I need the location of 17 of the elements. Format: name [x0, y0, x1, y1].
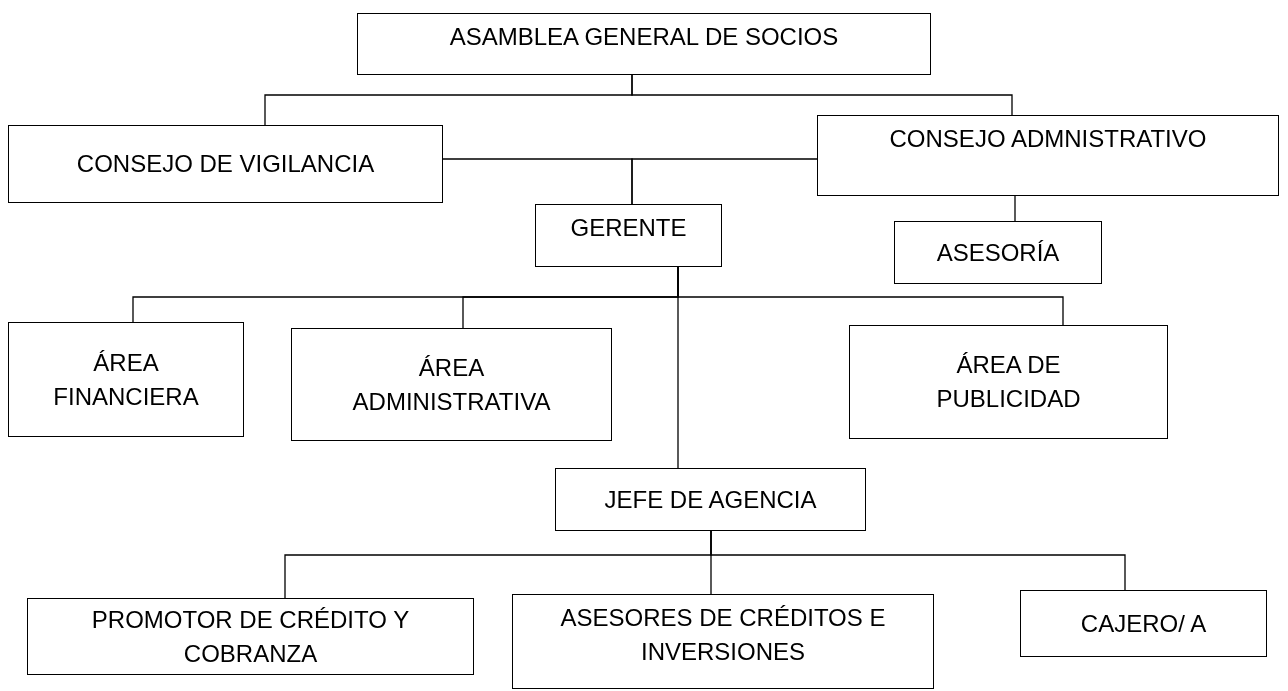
org-box: ÁREA DE PUBLICIDAD: [849, 325, 1168, 439]
connector-line: [631, 158, 818, 205]
org-box: CONSEJO DE VIGILANCIA: [8, 125, 443, 203]
org-box: CONSEJO ADMNISTRATIVO: [817, 115, 1279, 196]
org-box: PROMOTOR DE CRÉDITO Y COBRANZA: [27, 598, 474, 675]
org-box: GERENTE: [535, 204, 722, 267]
org-box: ÁREA ADMINISTRATIVA: [291, 328, 612, 441]
org-box: ASESORÍA: [894, 221, 1102, 284]
connector-line: [677, 266, 679, 469]
org-box: JEFE DE AGENCIA: [555, 468, 866, 531]
org-box: ASAMBLEA GENERAL DE SOCIOS: [357, 13, 931, 75]
connector-line: [1014, 195, 1016, 222]
org-box: CAJERO/ A: [1020, 590, 1267, 657]
connector-line: [631, 74, 1013, 116]
org-box: ASESORES DE CRÉDITOS E INVERSIONES: [512, 594, 934, 689]
org-box: ÁREA FINANCIERA: [8, 322, 244, 437]
connector-line: [710, 530, 1126, 591]
